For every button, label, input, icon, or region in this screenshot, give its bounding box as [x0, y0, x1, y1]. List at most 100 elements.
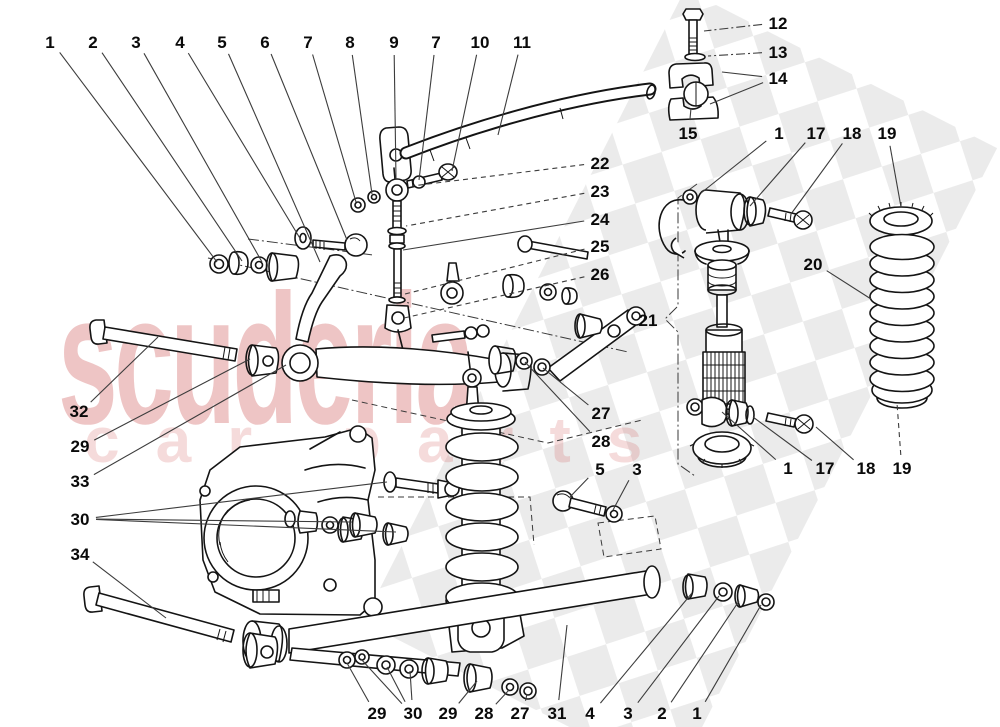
part-number-32: 32 — [70, 402, 89, 421]
part-number-14: 14 — [769, 69, 788, 88]
leader-line-1 — [59, 52, 218, 263]
part-number-19: 19 — [893, 459, 912, 478]
part-number-24: 24 — [591, 210, 610, 229]
link-top-fasteners — [350, 163, 458, 213]
leader-line-17 — [752, 416, 813, 461]
leader-line-5 — [227, 53, 321, 263]
part-number-30: 30 — [71, 510, 90, 529]
leader-line-6 — [270, 53, 348, 241]
leader-line-24 — [402, 220, 585, 251]
part-number-7: 7 — [303, 33, 312, 52]
part-number-34: 34 — [71, 545, 90, 564]
part-number-2: 2 — [88, 33, 97, 52]
part-number-19: 19 — [878, 124, 897, 143]
part-number-23: 23 — [591, 182, 610, 201]
part-number-28: 28 — [475, 704, 494, 723]
leader-line-1 — [721, 411, 777, 461]
part-number-21: 21 — [639, 311, 658, 330]
leader-line-14 — [709, 82, 764, 105]
part-number-9: 9 — [389, 33, 398, 52]
leader-line-1 — [700, 140, 767, 194]
part-number-3: 3 — [131, 33, 140, 52]
part-number-4: 4 — [585, 704, 595, 723]
part-number-29: 29 — [439, 704, 458, 723]
leader-line-30 — [386, 666, 406, 702]
leader-line-3 — [612, 479, 630, 511]
leader-line-2 — [101, 52, 243, 262]
leader-line-26 — [403, 276, 585, 319]
leader-line-30 — [95, 518, 397, 533]
stabilizer-bar — [379, 82, 657, 183]
part-number-5: 5 — [595, 460, 604, 479]
ball-end — [344, 233, 368, 257]
clamp-bolt-head — [682, 8, 704, 21]
bracket-bolt — [552, 490, 623, 523]
leader-line-33 — [93, 364, 287, 476]
leader-line-3 — [143, 53, 263, 263]
part-number-10: 10 — [471, 33, 490, 52]
part-number-12: 12 — [769, 14, 788, 33]
part-number-29: 29 — [368, 704, 387, 723]
leader-line-19 — [889, 145, 902, 208]
leader-line-4 — [187, 52, 302, 241]
part-number-1: 1 — [692, 704, 701, 723]
leader-line-34 — [92, 561, 167, 619]
leader-line-32 — [90, 336, 159, 403]
leader-line-2 — [670, 600, 740, 703]
bottom-bushing-row — [338, 649, 537, 700]
clamp-lower-half — [667, 96, 719, 121]
leader-line-11 — [497, 54, 519, 136]
leader-line-1 — [704, 604, 762, 703]
drop-link — [384, 167, 412, 351]
leader-line-30 — [95, 481, 388, 518]
part-number-31: 31 — [548, 704, 567, 723]
shock-absorber — [658, 189, 814, 468]
part-number-7: 7 — [431, 33, 440, 52]
upper-link — [295, 254, 348, 343]
part-number-18: 18 — [857, 459, 876, 478]
hub-carrier — [199, 425, 383, 617]
leader-line-10 — [451, 54, 478, 172]
part-number-3: 3 — [623, 704, 632, 723]
leader-line-14 — [721, 71, 763, 78]
part-number-17: 17 — [807, 124, 826, 143]
part-number-27: 27 — [592, 404, 611, 423]
leader-line-30 — [360, 658, 403, 704]
part-number-4: 4 — [175, 33, 185, 52]
clamp-upper-half — [668, 62, 714, 89]
part-number-25: 25 — [591, 237, 610, 256]
leader-line-30 — [95, 518, 353, 523]
part-number-17: 17 — [816, 459, 835, 478]
part-number-27: 27 — [511, 704, 530, 723]
leader-line-18 — [790, 143, 843, 215]
part-number-13: 13 — [769, 43, 788, 62]
part-number-18: 18 — [843, 124, 862, 143]
part-number-1: 1 — [45, 33, 54, 52]
leader-line-27 — [524, 693, 528, 701]
leader-line-28 — [524, 361, 591, 432]
leader-line-15 — [689, 107, 692, 121]
upper-rear-parts — [431, 235, 621, 376]
leader-line-7 — [312, 54, 357, 203]
leader-line-23 — [405, 192, 585, 227]
coil-spring — [868, 202, 935, 409]
leader-line-19 — [896, 402, 902, 456]
toe-link-rod-upper — [89, 319, 280, 377]
leader-line-25 — [400, 248, 585, 296]
part-number-2: 2 — [657, 704, 666, 723]
part-number-8: 8 — [345, 33, 354, 52]
leader-line-30 — [409, 670, 413, 701]
leader-line-29 — [458, 680, 478, 704]
leader-line-13 — [707, 52, 763, 57]
leader-line-4 — [599, 592, 693, 704]
part-number-15: 15 — [679, 124, 698, 143]
leader-line-28 — [495, 689, 510, 705]
part-number-3: 3 — [632, 460, 641, 479]
part-number-20: 20 — [804, 255, 823, 274]
part-number-29: 29 — [71, 437, 90, 456]
leader-line-9 — [393, 54, 397, 180]
leader-line-3 — [637, 595, 720, 704]
